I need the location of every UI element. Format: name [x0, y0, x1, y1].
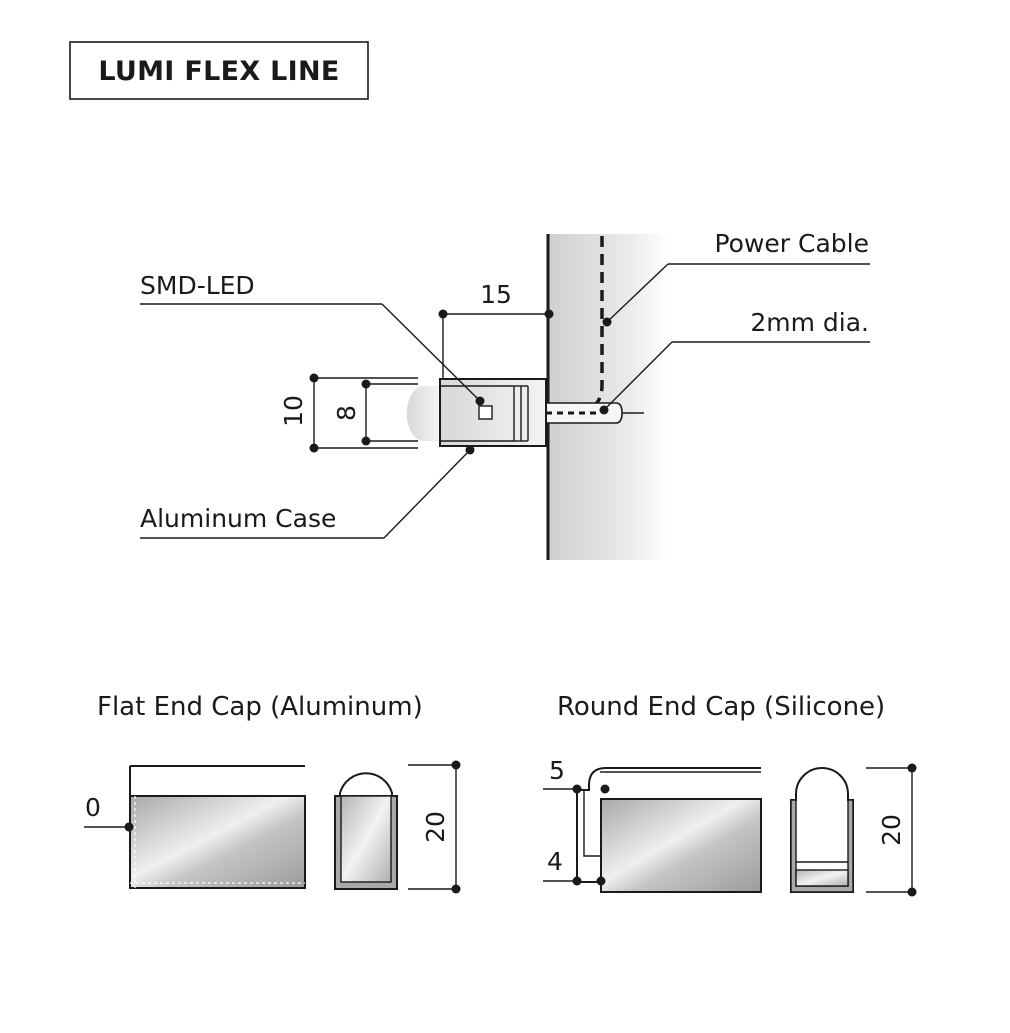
flat-cap-front-core	[340, 795, 392, 883]
round-cap-front-outline	[790, 767, 854, 893]
round-end-cap-heading: Round End Cap (Silicone)	[557, 692, 885, 722]
dimension-outer-height: 10	[279, 373, 418, 453]
led-profile	[406, 378, 547, 447]
dimension-width: 15	[438, 280, 554, 379]
diffuser-lens	[406, 386, 440, 441]
wall-surface	[548, 234, 668, 560]
round-cap-side-body	[600, 798, 762, 893]
page-title: LUMI FLEX LINE	[98, 56, 339, 87]
flat-end-cap-view: Flat End Cap (Aluminum) 0 20	[84, 692, 461, 894]
dimension-width-label: 15	[480, 280, 512, 309]
dimension-outer-height-label: 10	[279, 395, 308, 427]
smd-led-chip	[478, 405, 493, 420]
round-cap-top-offset-label: 5	[549, 756, 565, 785]
flat-cap-side-body	[129, 795, 306, 889]
cross-section-view: 15 10 8 Power Cable	[140, 229, 870, 560]
round-end-cap-view: Round End Cap (Silicone) 5 4 20	[543, 692, 917, 897]
pin-diameter-label: 2mm dia.	[750, 308, 869, 337]
flat-end-cap-heading: Flat End Cap (Aluminum)	[97, 692, 423, 722]
callout-aluminum-case: Aluminum Case	[140, 445, 475, 539]
aluminum-case-label: Aluminum Case	[140, 504, 336, 533]
flat-cap-height-label: 20	[421, 811, 450, 843]
power-cable-line	[587, 236, 604, 411]
callout-smd-led: SMD-LED	[140, 271, 485, 406]
round-cap-height-label: 20	[877, 814, 906, 846]
callout-pin-diameter: 2mm dia.	[599, 308, 870, 415]
title-box: LUMI FLEX LINE	[69, 41, 369, 100]
round-cap-bottom-offset-label: 4	[547, 847, 563, 876]
round-cap-front-core	[795, 869, 849, 887]
smd-led-label: SMD-LED	[140, 271, 255, 300]
aluminum-case-body	[439, 378, 547, 447]
callout-power-cable: Power Cable	[602, 229, 870, 327]
power-cable-label: Power Cable	[714, 229, 869, 258]
dimension-inner-height-label: 8	[332, 405, 361, 421]
dimension-inner-height: 8	[332, 379, 418, 446]
flat-cap-offset-label: 0	[85, 793, 101, 822]
